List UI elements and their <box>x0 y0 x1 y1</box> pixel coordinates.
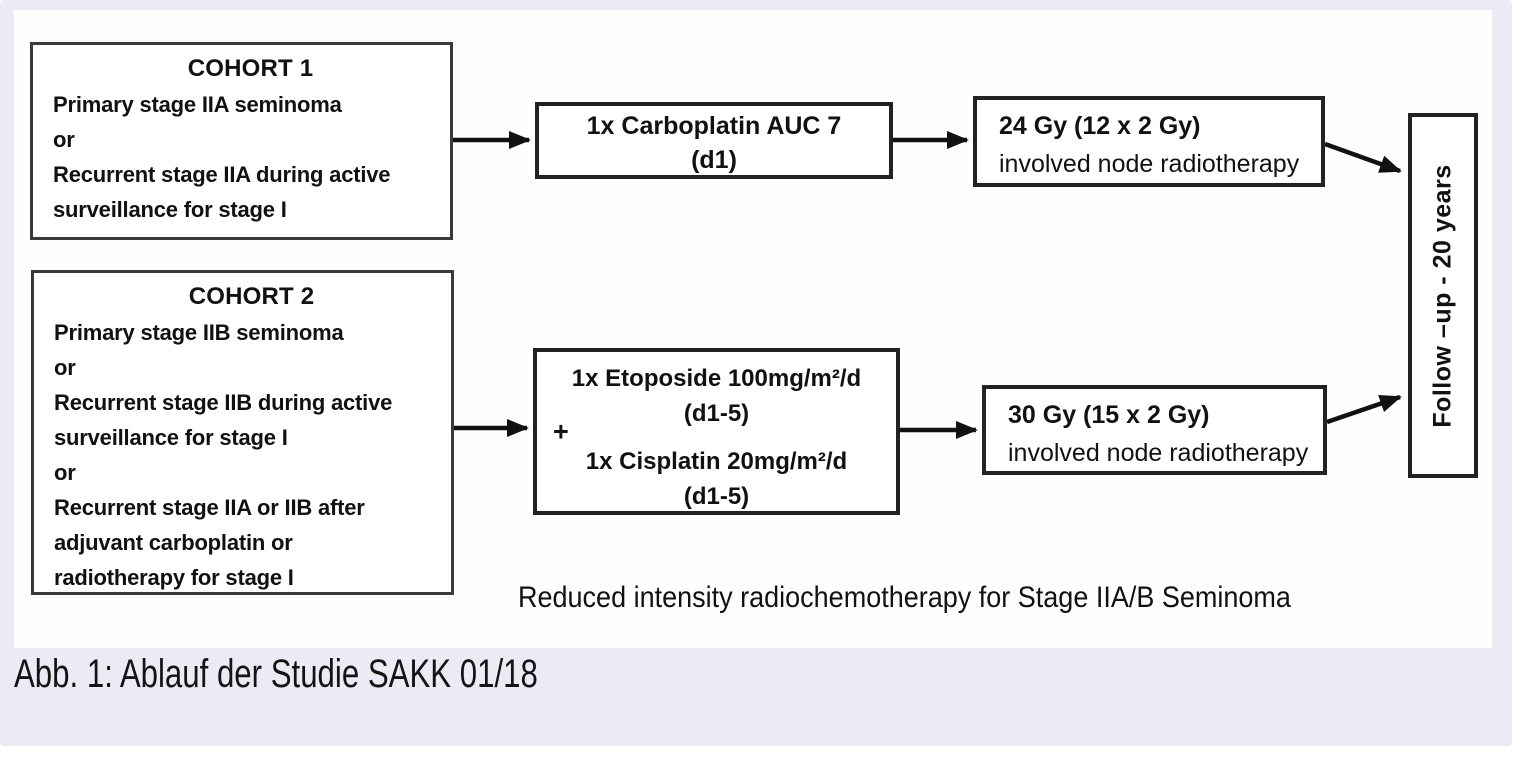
cohort2-title: COHORT 2 <box>188 283 315 310</box>
radiotherapy30-box: 30 Gy (15 x 2 Gy) involved node radiothe… <box>982 385 1327 475</box>
cohort2-line: Primary stage IIB seminoma <box>54 320 344 345</box>
cohort1-title: COHORT 1 <box>187 55 314 82</box>
cohort2-line: radiotherapy for stage I <box>54 565 294 590</box>
followup-box: Follow –up - 20 years <box>1408 113 1478 478</box>
cohort2-line: Recurrent stage IIA or IIB after <box>54 495 365 520</box>
cohort2-line: Recurrent stage IIB during active <box>54 390 393 415</box>
cisplatin-days: (d1-5) <box>683 483 750 510</box>
figure-caption: Reduced intensity radiochemotherapy for … <box>518 581 1377 615</box>
carboplatin-dose: 1x Carboplatin AUC 7 <box>586 112 842 140</box>
cohort1-box: COHORT 1 Primary stage IIA seminoma or R… <box>30 42 453 240</box>
radiotherapy24-description: involved node radiotherapy <box>999 150 1300 178</box>
arrow-radiotherapy30-to-followup <box>1326 394 1402 425</box>
cohort2-line: surveillance for stage I <box>54 425 288 450</box>
radiotherapy24-box: 24 Gy (12 x 2 Gy) involved node radiothe… <box>973 96 1325 187</box>
cohort2-line: adjuvant carboplatin or <box>54 530 293 555</box>
etoposide-cisplatin-box: + 1x Etoposide 100mg/m²/d (d1-5) 1x Cisp… <box>533 348 900 515</box>
radiotherapy24-dose: 24 Gy (12 x 2 Gy) <box>999 112 1201 140</box>
plus-sign: + <box>553 416 569 446</box>
etoposide-dose: 1x Etoposide 100mg/m²/d <box>571 365 862 392</box>
cohort1-line: surveillance for stage I <box>53 197 287 222</box>
etoposide-days: (d1-5) <box>683 400 750 427</box>
carboplatin-box: 1x Carboplatin AUC 7 (d1) <box>535 102 893 179</box>
flow-arrows <box>453 131 1402 439</box>
arrow-radiotherapy24-to-followup <box>1324 141 1402 174</box>
figure-number-caption-text: Abb. 1: Ablauf der Studie SAKK 01/18 <box>14 652 538 696</box>
followup-label: Follow –up - 20 years <box>1428 163 1457 428</box>
cohort1-line: Primary stage IIA seminoma <box>53 92 342 117</box>
figure-caption-text: Reduced intensity radiochemotherapy for … <box>518 581 1291 614</box>
carboplatin-days: (d1) <box>691 146 737 174</box>
cohort1-line: or <box>53 127 75 152</box>
study-flow-diagram: COHORT 1 Primary stage IIA seminoma or R… <box>14 10 1492 648</box>
cisplatin-dose: 1x Cisplatin 20mg/m²/d <box>585 448 848 475</box>
cohort2-box: COHORT 2 Primary stage IIB seminoma or R… <box>31 270 454 595</box>
cohort1-line: Recurrent stage IIA during active <box>53 162 391 187</box>
cohort2-line: or <box>54 355 76 380</box>
radiotherapy30-description: involved node radiotherapy <box>1008 439 1309 467</box>
cohort2-line: or <box>54 460 76 485</box>
radiotherapy30-dose: 30 Gy (15 x 2 Gy) <box>1008 401 1210 429</box>
figure-number-caption: Abb. 1: Ablauf der Studie SAKK 01/18 <box>14 652 686 697</box>
